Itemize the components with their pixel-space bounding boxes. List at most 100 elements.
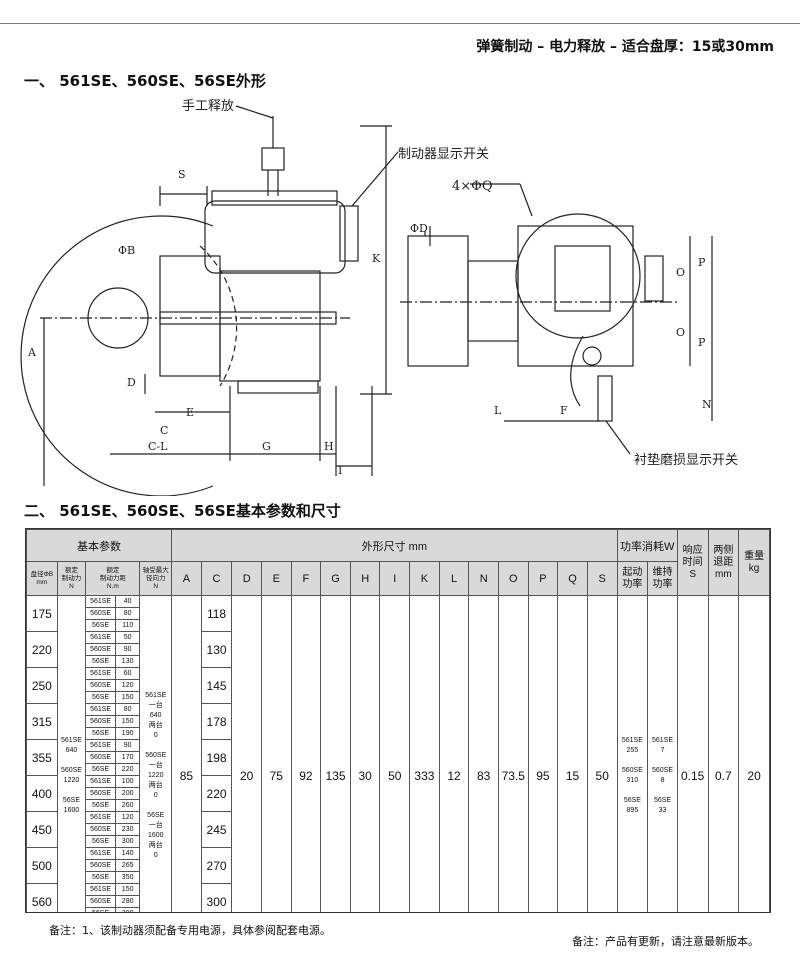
- cell-model: 561SE: [85, 667, 116, 680]
- th-dim-D: D: [231, 561, 262, 596]
- cell-O: 73.5: [497, 595, 529, 912]
- cell-torque: 150: [114, 883, 141, 896]
- cell-C: 245: [200, 811, 233, 848]
- cell-model: 56SE: [85, 619, 116, 632]
- cell-disc: 560: [26, 883, 58, 912]
- technical-drawing: 手工释放 制动器显示开关 4×ΦQ 衬垫磨损显示开关 S ΦB K A D E …: [20, 99, 738, 496]
- cell-model: 561SE: [85, 595, 116, 608]
- cell-disc: 175: [26, 595, 58, 632]
- side-plate: [407, 235, 469, 367]
- cell-torque: 80: [114, 703, 141, 716]
- cell-model: 561SE: [85, 775, 116, 788]
- cell-torque: 300: [114, 835, 141, 848]
- th-dim-L: L: [438, 561, 470, 596]
- cell-F: 92: [290, 595, 322, 912]
- bolt-circle: [199, 245, 238, 387]
- cell-model: 560SE: [85, 859, 116, 872]
- cell-torque: 60: [114, 667, 141, 680]
- dim-B: ΦB: [118, 244, 135, 257]
- cell-K: 333: [409, 595, 440, 912]
- caliper-plate: [159, 255, 221, 377]
- cell-model: 560SE: [85, 895, 116, 908]
- th-dim-A: A: [171, 561, 202, 596]
- cell-torque: 265: [114, 859, 141, 872]
- th-dim-O: O: [497, 561, 529, 596]
- cell-torque: 90: [114, 643, 141, 656]
- cell-G: 135: [320, 595, 351, 912]
- th-dim-G: G: [320, 561, 351, 596]
- th-dim-F: F: [290, 561, 322, 596]
- section1-title: 一、 561SE、560SE、56SE外形: [24, 72, 266, 90]
- cell-E: 75: [260, 595, 292, 912]
- manual-release-nut: [261, 147, 285, 171]
- top-rule: [0, 23, 800, 24]
- cell-torque: 230: [114, 823, 141, 836]
- th-dim-E: E: [260, 561, 292, 596]
- cell-C: 220: [200, 775, 233, 812]
- th-start-power: 起动功率: [616, 561, 649, 596]
- dim-S: S: [178, 168, 186, 181]
- cell-torque: 120: [114, 679, 141, 692]
- dim-P1: P: [698, 256, 706, 269]
- magnet-cap: [211, 190, 338, 206]
- cell-C: 198: [200, 739, 233, 776]
- cell-torque: 120: [114, 811, 141, 824]
- cell-torque: 130: [114, 655, 141, 668]
- cell-C: 118: [200, 595, 233, 632]
- th-dim-Q: Q: [557, 561, 588, 596]
- cell-L: 12: [438, 595, 470, 912]
- cell-model: 560SE: [85, 751, 116, 764]
- magnet-housing: [204, 200, 346, 274]
- cell-model: 56SE: [85, 871, 116, 884]
- base: [237, 380, 319, 394]
- cell-model: 56SE: [85, 907, 116, 912]
- cell-disc: 250: [26, 667, 58, 704]
- cell-C: 178: [200, 703, 233, 740]
- cell-model: 56SE: [85, 655, 116, 668]
- dim-O2: O: [676, 326, 685, 339]
- cell-torque: 200: [114, 787, 141, 800]
- cell-torque: 390: [114, 907, 141, 912]
- cell-C: 270: [200, 847, 233, 884]
- cell-D: 20: [231, 595, 262, 912]
- cell-model: 560SE: [85, 607, 116, 620]
- cell-model: 561SE: [85, 847, 116, 860]
- cell-torque: 280: [114, 895, 141, 908]
- th-dim-K: K: [409, 561, 440, 596]
- cell-torque: 100: [114, 775, 141, 788]
- cell-torque: 40: [114, 595, 141, 608]
- footer-note-1: 备注：1、该制动器须配备专用电源，具体参阅配套电源。: [49, 924, 331, 937]
- th-dim-I: I: [379, 561, 411, 596]
- cell-torque: 170: [114, 751, 141, 764]
- dim-C: C: [160, 424, 168, 437]
- dim-CL: C-L: [148, 440, 168, 453]
- cell-response: 0.15: [676, 595, 709, 912]
- dim-L: L: [494, 404, 502, 417]
- cell-model: 56SE: [85, 835, 116, 848]
- cell-model: 56SE: [85, 763, 116, 776]
- cell-S: 50: [586, 595, 618, 912]
- cell-C: 130: [200, 631, 233, 668]
- cell-torque: 190: [114, 727, 141, 740]
- cell-C: 145: [200, 667, 233, 704]
- cell-model: 561SE: [85, 631, 116, 644]
- cell-model: 560SE: [85, 787, 116, 800]
- dim-F: F: [560, 404, 568, 417]
- cell-C: 300: [200, 883, 233, 912]
- dim-O1: O: [676, 266, 685, 279]
- footer-note-2: 备注：产品有更新，请注意最新版本。: [572, 935, 759, 948]
- dim-N: N: [702, 398, 712, 411]
- callout-manual-release: 手工释放: [182, 99, 234, 114]
